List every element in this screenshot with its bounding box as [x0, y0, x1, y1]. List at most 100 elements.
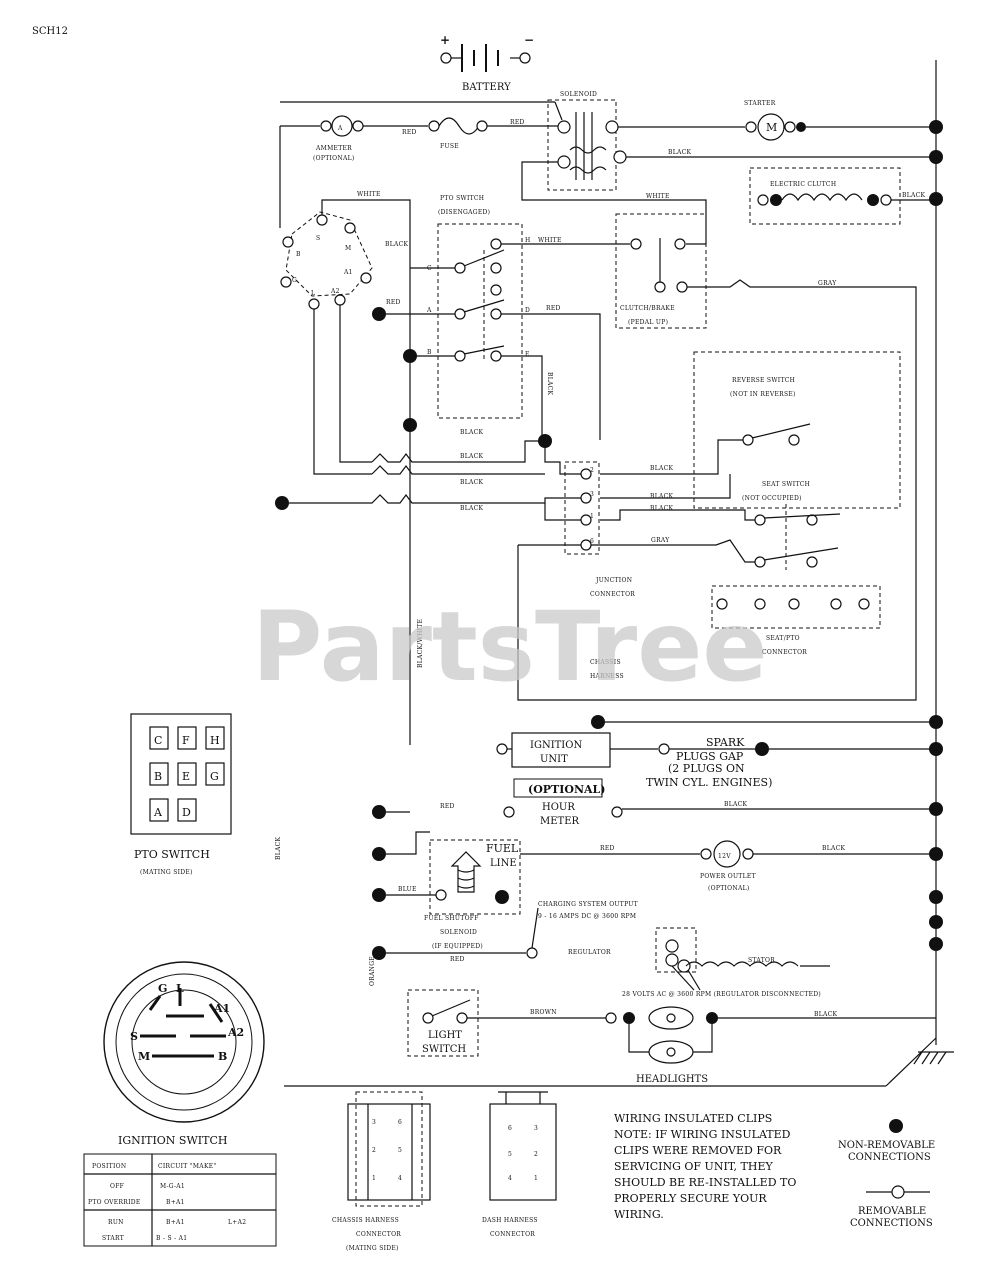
legend: NON-REMOVABLE CONNECTIONS REMOVABLE CONN…: [838, 1119, 935, 1229]
svg-text:A2: A2: [330, 288, 340, 295]
wire-blue: BLUE: [398, 886, 417, 893]
svg-text:PROPERLY SECURE YOUR: PROPERLY SECURE YOUR: [614, 1192, 767, 1205]
svg-text:B+A1: B+A1: [166, 1199, 185, 1206]
spark-label2: PLUGS GAP: [676, 750, 744, 763]
wire-black-seat1: BLACK: [650, 493, 674, 500]
electric-clutch: ELECTRIC CLUTCH BLACK: [749, 167, 936, 225]
legend-non-removable-label1: NON-REMOVABLE: [838, 1140, 935, 1151]
fuel-line-label1: FUEL: [486, 842, 519, 855]
svg-text:3: 3: [372, 1119, 376, 1126]
battery: + − BATTERY: [440, 33, 534, 93]
svg-text:E: E: [182, 770, 190, 783]
svg-text:2: 2: [372, 1147, 376, 1154]
fuse-symbol: [438, 117, 480, 135]
wire-orange: ORANGE: [369, 956, 376, 986]
svg-text:6: 6: [590, 538, 594, 545]
svg-text:E: E: [525, 351, 530, 358]
spark-label4: TWIN CYL. ENGINES): [646, 776, 772, 789]
wire-red-hour: RED: [440, 803, 455, 810]
svg-text:SHOULD BE RE-INSTALLED TO: SHOULD BE RE-INSTALLED TO: [614, 1176, 796, 1189]
junction-connector: 2 3 1 6 JUNCTION CONNECTOR: [564, 461, 635, 598]
svg-text:CIRCUIT "MAKE": CIRCUIT "MAKE": [158, 1163, 216, 1170]
wire-white-h: WHITE: [538, 237, 562, 244]
battery-plus-label: +: [440, 33, 450, 47]
svg-text:SERVICING OF UNIT, THEY: SERVICING OF UNIT, THEY: [614, 1160, 773, 1173]
electric-clutch-label: ELECTRIC CLUTCH: [770, 181, 836, 188]
svg-text:A1: A1: [343, 269, 353, 276]
svg-text:B+A1: B+A1: [166, 1219, 185, 1226]
svg-text:A: A: [337, 125, 343, 132]
wire-black-solenoid: BLACK: [668, 149, 692, 156]
solenoid: SOLENOID: [547, 91, 627, 191]
seat-switch-label: SEAT SWITCH: [762, 481, 810, 488]
wire-black-h1: BLACK: [460, 453, 484, 460]
stator-note: 28 VOLTS AC @ 3600 RPM (REGULATOR DISCON…: [622, 991, 821, 998]
seat-pto-connector: SEAT/PTO CONNECTOR: [711, 585, 881, 656]
wire-gray-2: GRAY: [651, 537, 670, 544]
svg-text:M-G-A1: M-G-A1: [160, 1183, 185, 1190]
wiring-clips-note: WIRING INSULATED CLIPS NOTE: IF WIRING I…: [614, 1112, 796, 1221]
svg-text:WIRING.: WIRING.: [614, 1208, 664, 1221]
svg-text:H: H: [525, 237, 531, 244]
wire-black-outlet: BLACK: [822, 845, 846, 852]
spark-label1: SPARK: [706, 736, 745, 749]
wire-black-e: BLACK: [546, 372, 553, 396]
chassis-connector-label3: (MATING SIDE): [346, 1245, 399, 1252]
chassis-connector-label2: CONNECTOR: [356, 1231, 401, 1238]
svg-text:L+A2: L+A2: [228, 1219, 246, 1226]
chassis-harness-connector: 3 6 2 5 1 4 CHASSIS HARNESS CONNECTOR (M…: [332, 1091, 431, 1252]
dash-connector-label2: CONNECTOR: [490, 1231, 535, 1238]
ammeter-symbol: [331, 115, 353, 137]
svg-text:2: 2: [534, 1151, 538, 1158]
svg-text:3: 3: [590, 491, 594, 498]
svg-text:3: 3: [534, 1125, 538, 1132]
headlights-label: HEADLIGHTS: [636, 1074, 708, 1085]
hour-meter-label1: HOUR: [542, 802, 575, 813]
watermark: PartsTree: [252, 591, 767, 703]
clutch-brake-label: CLUTCH/BRAKE: [620, 305, 675, 312]
page-code: SCH12: [32, 26, 68, 37]
chassis-harness-label2: HARNESS: [590, 673, 624, 680]
fuse-label: FUSE: [440, 143, 459, 150]
svg-text:6: 6: [398, 1119, 402, 1126]
hour-meter-label2: METER: [540, 816, 580, 827]
light-switch-label1: LIGHT: [428, 1030, 462, 1041]
svg-text:A: A: [153, 806, 163, 819]
wire-black-hour: BLACK: [724, 801, 748, 808]
fuel-solenoid-label2: SOLENOID: [440, 929, 477, 936]
junction-connector-label2: CONNECTOR: [590, 591, 635, 598]
ammeter-label: AMMETER: [315, 145, 352, 152]
ignition-switch-table: POSITION CIRCUIT "MAKE" OFF M-G-A1 PTO O…: [83, 1153, 277, 1247]
svg-text:G: G: [158, 982, 167, 995]
ignition-unit-label2: UNIT: [540, 754, 568, 765]
dash-connector-label1: DASH HARNESS: [482, 1217, 538, 1224]
wire-white-ign: WHITE: [357, 191, 381, 198]
svg-text:M: M: [766, 121, 777, 134]
svg-text:F: F: [182, 734, 190, 747]
clutch-brake-switch: CLUTCH/BRAKE (PEDAL UP): [615, 213, 707, 329]
svg-text:D: D: [182, 806, 191, 819]
wire-black-ign: BLACK: [385, 241, 409, 248]
svg-text:B: B: [218, 1050, 227, 1063]
svg-text:PTO OVERRIDE: PTO OVERRIDE: [88, 1199, 141, 1206]
legend-removable-label2: CONNECTIONS: [850, 1218, 933, 1229]
wire-black-rev: BLACK: [650, 465, 674, 472]
clutch-brake-state: (PEDAL UP): [628, 319, 668, 326]
svg-text:5: 5: [398, 1147, 402, 1154]
svg-text:H: H: [210, 734, 220, 747]
svg-text:OFF: OFF: [110, 1183, 124, 1190]
regulator-label: REGULATOR: [568, 949, 611, 956]
reverse-switch: REVERSE SWITCH (NOT IN REVERSE): [693, 351, 901, 509]
starter-label: STARTER: [744, 100, 776, 107]
wire-black-h4: BLACK: [460, 505, 484, 512]
pto-switch-state: (DISENGAGED): [438, 209, 490, 216]
wire-black-h3: BLACK: [460, 429, 484, 436]
wire-black-white: BLACK/WHITE: [417, 619, 424, 668]
pto-face-subtitle: (MATING SIDE): [140, 869, 193, 876]
power-outlet-label2: (OPTIONAL): [708, 885, 750, 892]
dash-harness-connector: 6 3 5 2 4 1 DASH HARNESS CONNECTOR: [482, 1091, 557, 1238]
svg-text:B: B: [296, 251, 301, 258]
starter-motor: [757, 113, 785, 141]
pto-switch-schematic: PTO SWITCH (DISENGAGED) C A B H D E: [426, 195, 531, 419]
wire-red-fuel: RED: [600, 845, 615, 852]
